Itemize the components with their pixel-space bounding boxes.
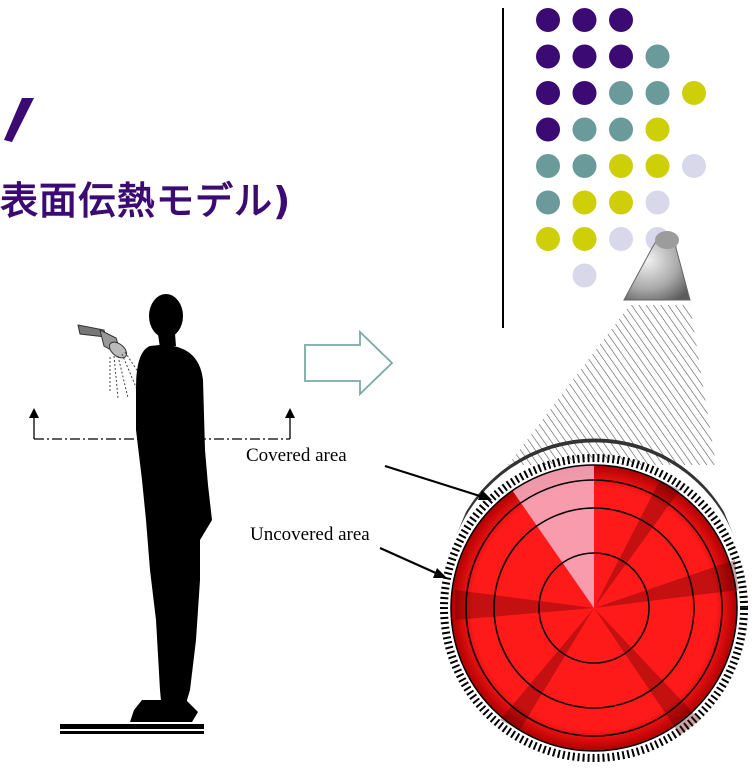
dot-purple (572, 8, 597, 32)
human-silhouette-icon (130, 294, 212, 722)
concentric-rings (450, 464, 738, 752)
dot-teal (536, 190, 560, 215)
dot-lavender (572, 263, 597, 288)
dot-teal (609, 81, 633, 105)
dot-yellow (645, 154, 670, 178)
disk-streaks (455, 480, 738, 735)
dot-yellow (536, 227, 560, 251)
dot-purple (609, 8, 633, 32)
dot-teal (645, 81, 670, 105)
dot-teal (536, 154, 560, 178)
dot-grid (536, 8, 706, 288)
slide-title-fragment: 表面伝熱モデル) (0, 179, 292, 223)
arrow-right-icon (304, 329, 394, 397)
dot-yellow (572, 227, 597, 251)
floor-plate (60, 724, 204, 729)
dot-lavender (682, 154, 706, 178)
dot-teal (572, 117, 597, 142)
nozzle-icon (623, 231, 691, 301)
dot-purple (572, 81, 597, 105)
dot-yellow (645, 117, 670, 142)
uncovered-pointer-arrow (379, 546, 447, 578)
dot-purple (536, 44, 560, 69)
shower-head-icon (77, 324, 147, 399)
covered-sector (512, 464, 594, 608)
dot-purple (609, 44, 633, 69)
dot-purple (536, 8, 560, 32)
dot-lavender (645, 190, 670, 215)
dot-yellow (682, 81, 706, 105)
spray-cone (508, 305, 716, 465)
dot-purple (536, 117, 560, 142)
uncovered-area-label: Uncovered area (250, 524, 370, 545)
dot-teal (609, 117, 633, 142)
dot-teal (645, 44, 670, 69)
covered-pointer-arrow (384, 464, 492, 500)
dot-yellow (609, 190, 633, 215)
covered-area-label: Covered area (246, 445, 347, 466)
dot-teal (572, 154, 597, 178)
dot-yellow (572, 190, 597, 215)
dot-purple (572, 44, 597, 69)
title-slash-icon (4, 98, 34, 142)
dot-yellow (609, 154, 633, 178)
dot-lavender (609, 227, 633, 251)
dot-purple (536, 81, 560, 105)
